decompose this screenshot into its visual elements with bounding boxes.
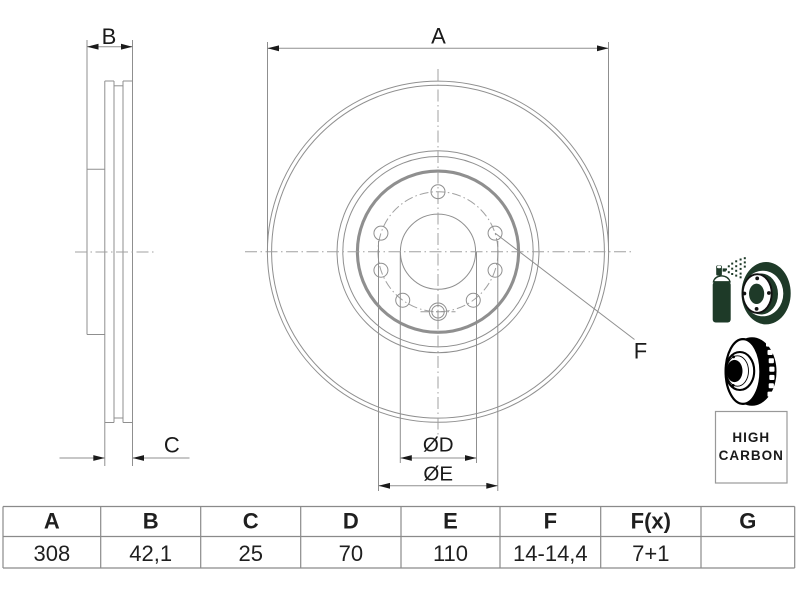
svg-text:25: 25: [238, 541, 262, 566]
svg-text:42,1: 42,1: [129, 541, 172, 566]
svg-text:G: G: [739, 508, 756, 533]
svg-text:C: C: [243, 508, 259, 533]
svg-text:14-14,4: 14-14,4: [513, 541, 588, 566]
svg-text:D: D: [343, 508, 359, 533]
svg-text:B: B: [102, 24, 117, 49]
svg-text:F: F: [634, 339, 647, 364]
svg-text:F(x): F(x): [631, 508, 671, 533]
svg-text:HIGH: HIGH: [732, 430, 770, 445]
svg-text:ØE: ØE: [423, 462, 453, 485]
svg-text:110: 110: [433, 541, 468, 566]
svg-text:B: B: [143, 508, 159, 533]
svg-text:F: F: [544, 508, 557, 533]
svg-text:70: 70: [339, 541, 363, 566]
svg-text:C: C: [164, 432, 180, 457]
svg-text:A: A: [431, 24, 446, 49]
svg-text:E: E: [443, 508, 458, 533]
svg-text:308: 308: [33, 541, 70, 566]
svg-text:7+1: 7+1: [632, 541, 669, 566]
svg-text:ØD: ØD: [423, 433, 454, 456]
svg-text:A: A: [44, 508, 60, 533]
svg-text:CARBON: CARBON: [719, 448, 784, 463]
